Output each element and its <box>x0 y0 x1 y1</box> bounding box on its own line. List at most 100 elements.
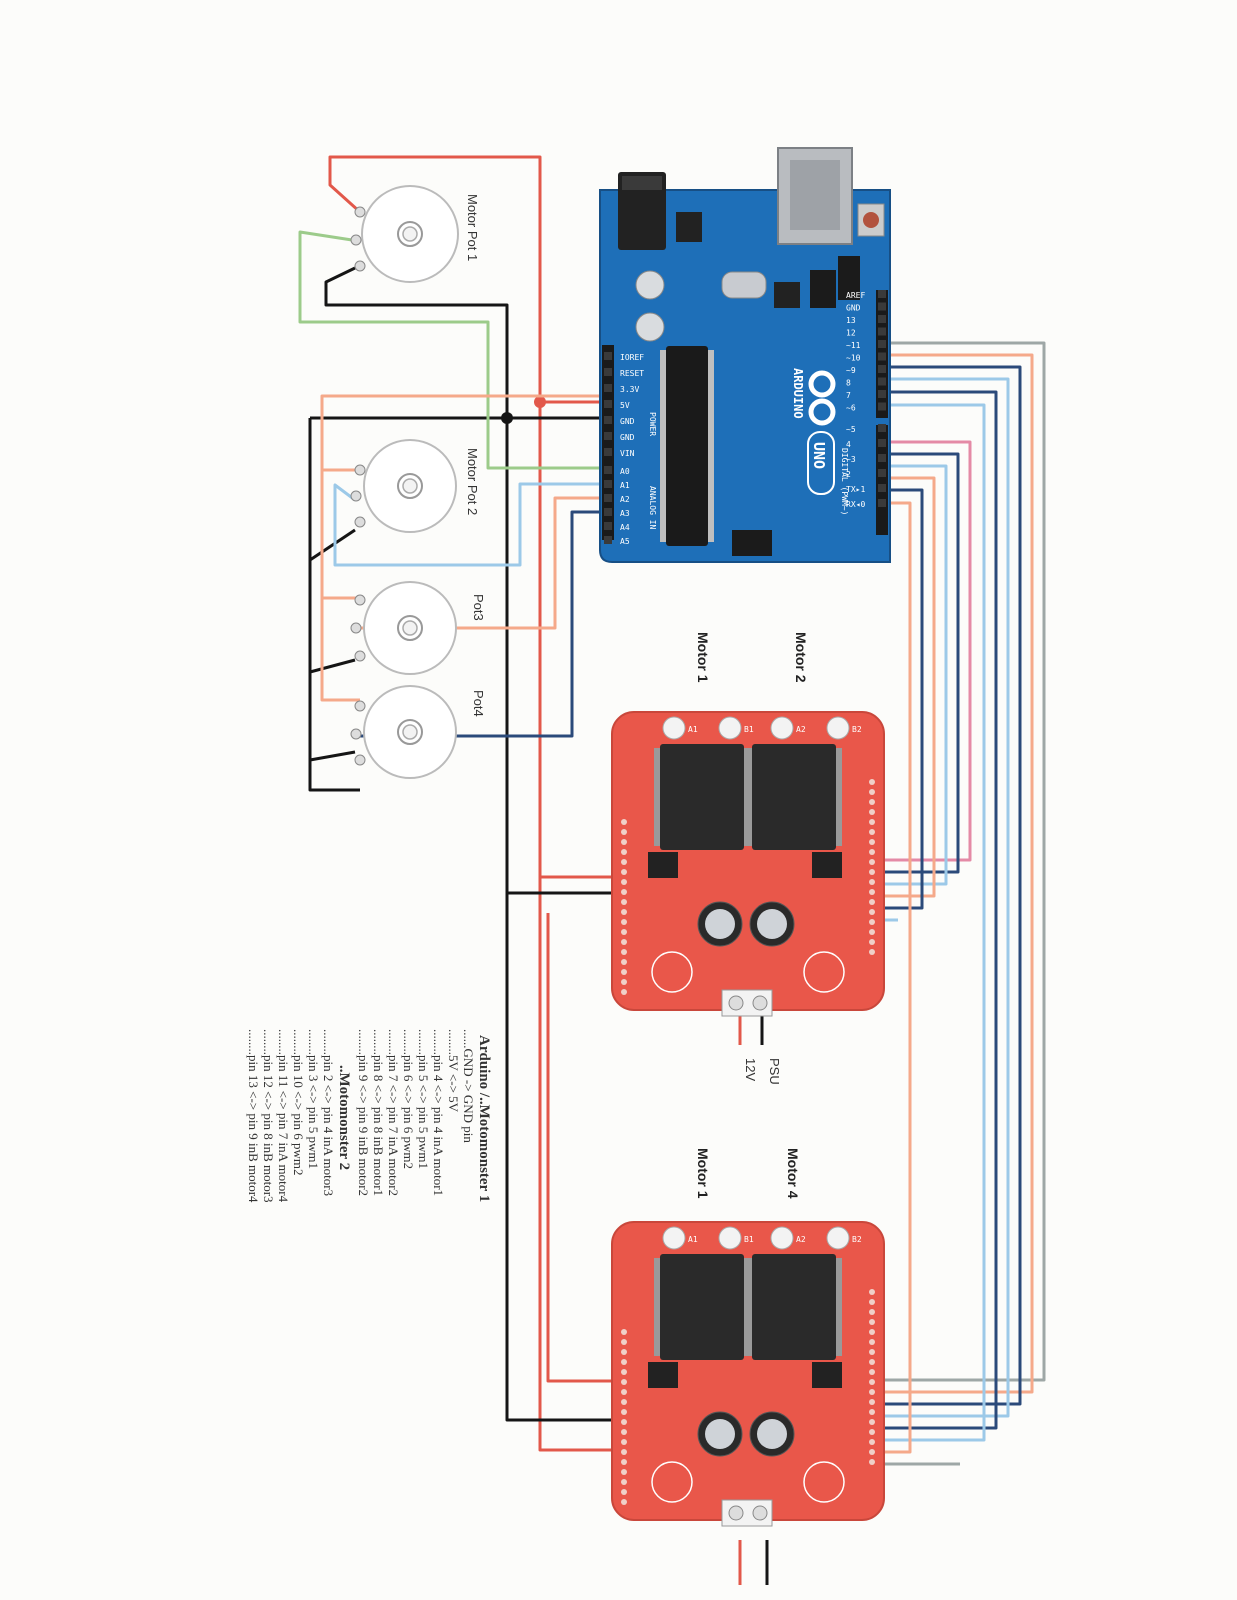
motor-terminal <box>718 1226 742 1250</box>
header-pin <box>869 799 875 805</box>
pot4-label: Pot4 <box>471 690 486 717</box>
pot-pin <box>354 206 366 218</box>
header-pin <box>621 939 627 945</box>
header-pin <box>621 949 627 955</box>
header-pin <box>621 839 627 845</box>
header-pin <box>869 949 875 955</box>
digital-header-lower <box>876 425 888 535</box>
regulator <box>648 1362 678 1388</box>
header-pin <box>869 1359 875 1365</box>
terminal-label: A1 <box>688 725 698 734</box>
header-pin <box>621 1459 627 1465</box>
icsp-header-bottom <box>732 530 772 556</box>
notes-line: ........pin 3 <-> pin 5 pwm1 <box>306 1029 321 1169</box>
header-pin <box>869 859 875 865</box>
mount-hole <box>803 951 845 993</box>
header-pin <box>869 1399 875 1405</box>
motor-pot-1-label: Motor Pot 1 <box>465 194 480 261</box>
digital-header-label: DIGITAL (PWM~) <box>840 448 849 515</box>
header-pin <box>869 929 875 935</box>
wire-pin2 <box>878 501 912 1454</box>
digital-pin-label: ~10 <box>846 354 861 363</box>
header-pin <box>869 1459 875 1465</box>
header-socket <box>878 499 886 507</box>
header-pin <box>621 849 627 855</box>
header-pin <box>621 1389 627 1395</box>
digital-pin-label: 4 <box>846 440 851 449</box>
wire-pin13 <box>878 341 1046 1382</box>
header-pin <box>621 1489 627 1495</box>
digital-pin-label: 2 <box>846 470 851 479</box>
wire-pot2-wiper-a1 <box>333 482 612 567</box>
header-socket <box>878 424 886 432</box>
capacitor-top <box>757 909 787 939</box>
mount-hole <box>651 951 693 993</box>
potentiometer-2 <box>350 439 457 533</box>
digital-pin-label: ~11 <box>846 341 861 350</box>
pot-pin <box>354 650 366 662</box>
uno-badge <box>807 431 835 495</box>
pot-pin <box>354 260 366 272</box>
header-pin <box>869 1329 875 1335</box>
wire-pot1-wiper-a0 <box>298 230 612 470</box>
header-pin <box>869 839 875 845</box>
motor-terminal <box>770 716 794 740</box>
capacitor <box>635 270 665 300</box>
analog-pin-label: A3 <box>620 509 630 518</box>
header-pin <box>621 859 627 865</box>
power-pin-label: RESET <box>620 369 644 378</box>
atmega-chip <box>666 346 708 546</box>
pot-pin <box>354 700 366 712</box>
terminal-label: B1 <box>744 1235 754 1244</box>
psu-voltage-label: 12V <box>743 1058 758 1081</box>
usb-chip <box>774 282 800 308</box>
regulator <box>648 852 678 878</box>
header-socket <box>604 432 612 440</box>
pot-pin <box>354 594 366 606</box>
header-pin <box>621 889 627 895</box>
shield2-motor-b-label: Motor 4 <box>785 1148 801 1199</box>
header-pin <box>621 819 627 825</box>
wire-5v-shield1-psu <box>546 913 630 1383</box>
pot-shaft-inner <box>402 724 418 740</box>
capacitor-top <box>705 1419 735 1449</box>
wire-pin10 <box>878 377 1010 1418</box>
header-pin <box>621 1339 627 1345</box>
header-socket <box>604 494 612 502</box>
notes-line: ........pin 7 <-> pin 7 inA motor2 <box>386 1029 401 1196</box>
terminal-label: B2 <box>852 725 862 734</box>
regulator <box>812 852 842 878</box>
header-pin <box>621 909 627 915</box>
header-socket <box>878 484 886 492</box>
wire-pin3 <box>878 488 924 910</box>
wire-pin11 <box>878 365 1022 1406</box>
wire-pin9 <box>878 390 998 1430</box>
power-terminal-screw <box>728 995 744 1011</box>
header-pin <box>621 869 627 875</box>
header-pin <box>869 1409 875 1415</box>
power-pin-label: 5V <box>620 401 630 410</box>
header-pin <box>869 849 875 855</box>
driver-chip <box>660 1254 744 1360</box>
notes-lines-1: ......GND -> GND pin........5V <-> 5V...… <box>356 1029 476 1196</box>
header-pin <box>621 1449 627 1455</box>
mount-hole <box>651 1461 693 1503</box>
header-socket <box>878 302 886 311</box>
motor-terminal <box>718 716 742 740</box>
wire-gnd-pot1 <box>324 266 630 1422</box>
header-pin <box>621 1409 627 1415</box>
wire-pots-5v-feed <box>320 394 612 702</box>
logo-loop-right <box>808 398 836 426</box>
header-pin <box>621 1379 627 1385</box>
header-socket <box>878 290 886 298</box>
arduino-logo <box>808 370 836 426</box>
header-socket <box>878 469 886 477</box>
power-header-label: POWER <box>648 412 657 436</box>
header-pin <box>869 869 875 875</box>
header-pin <box>869 1309 875 1315</box>
header-socket <box>604 368 612 376</box>
terminal-label: B1 <box>744 725 754 734</box>
chip-pins-right <box>708 350 714 542</box>
